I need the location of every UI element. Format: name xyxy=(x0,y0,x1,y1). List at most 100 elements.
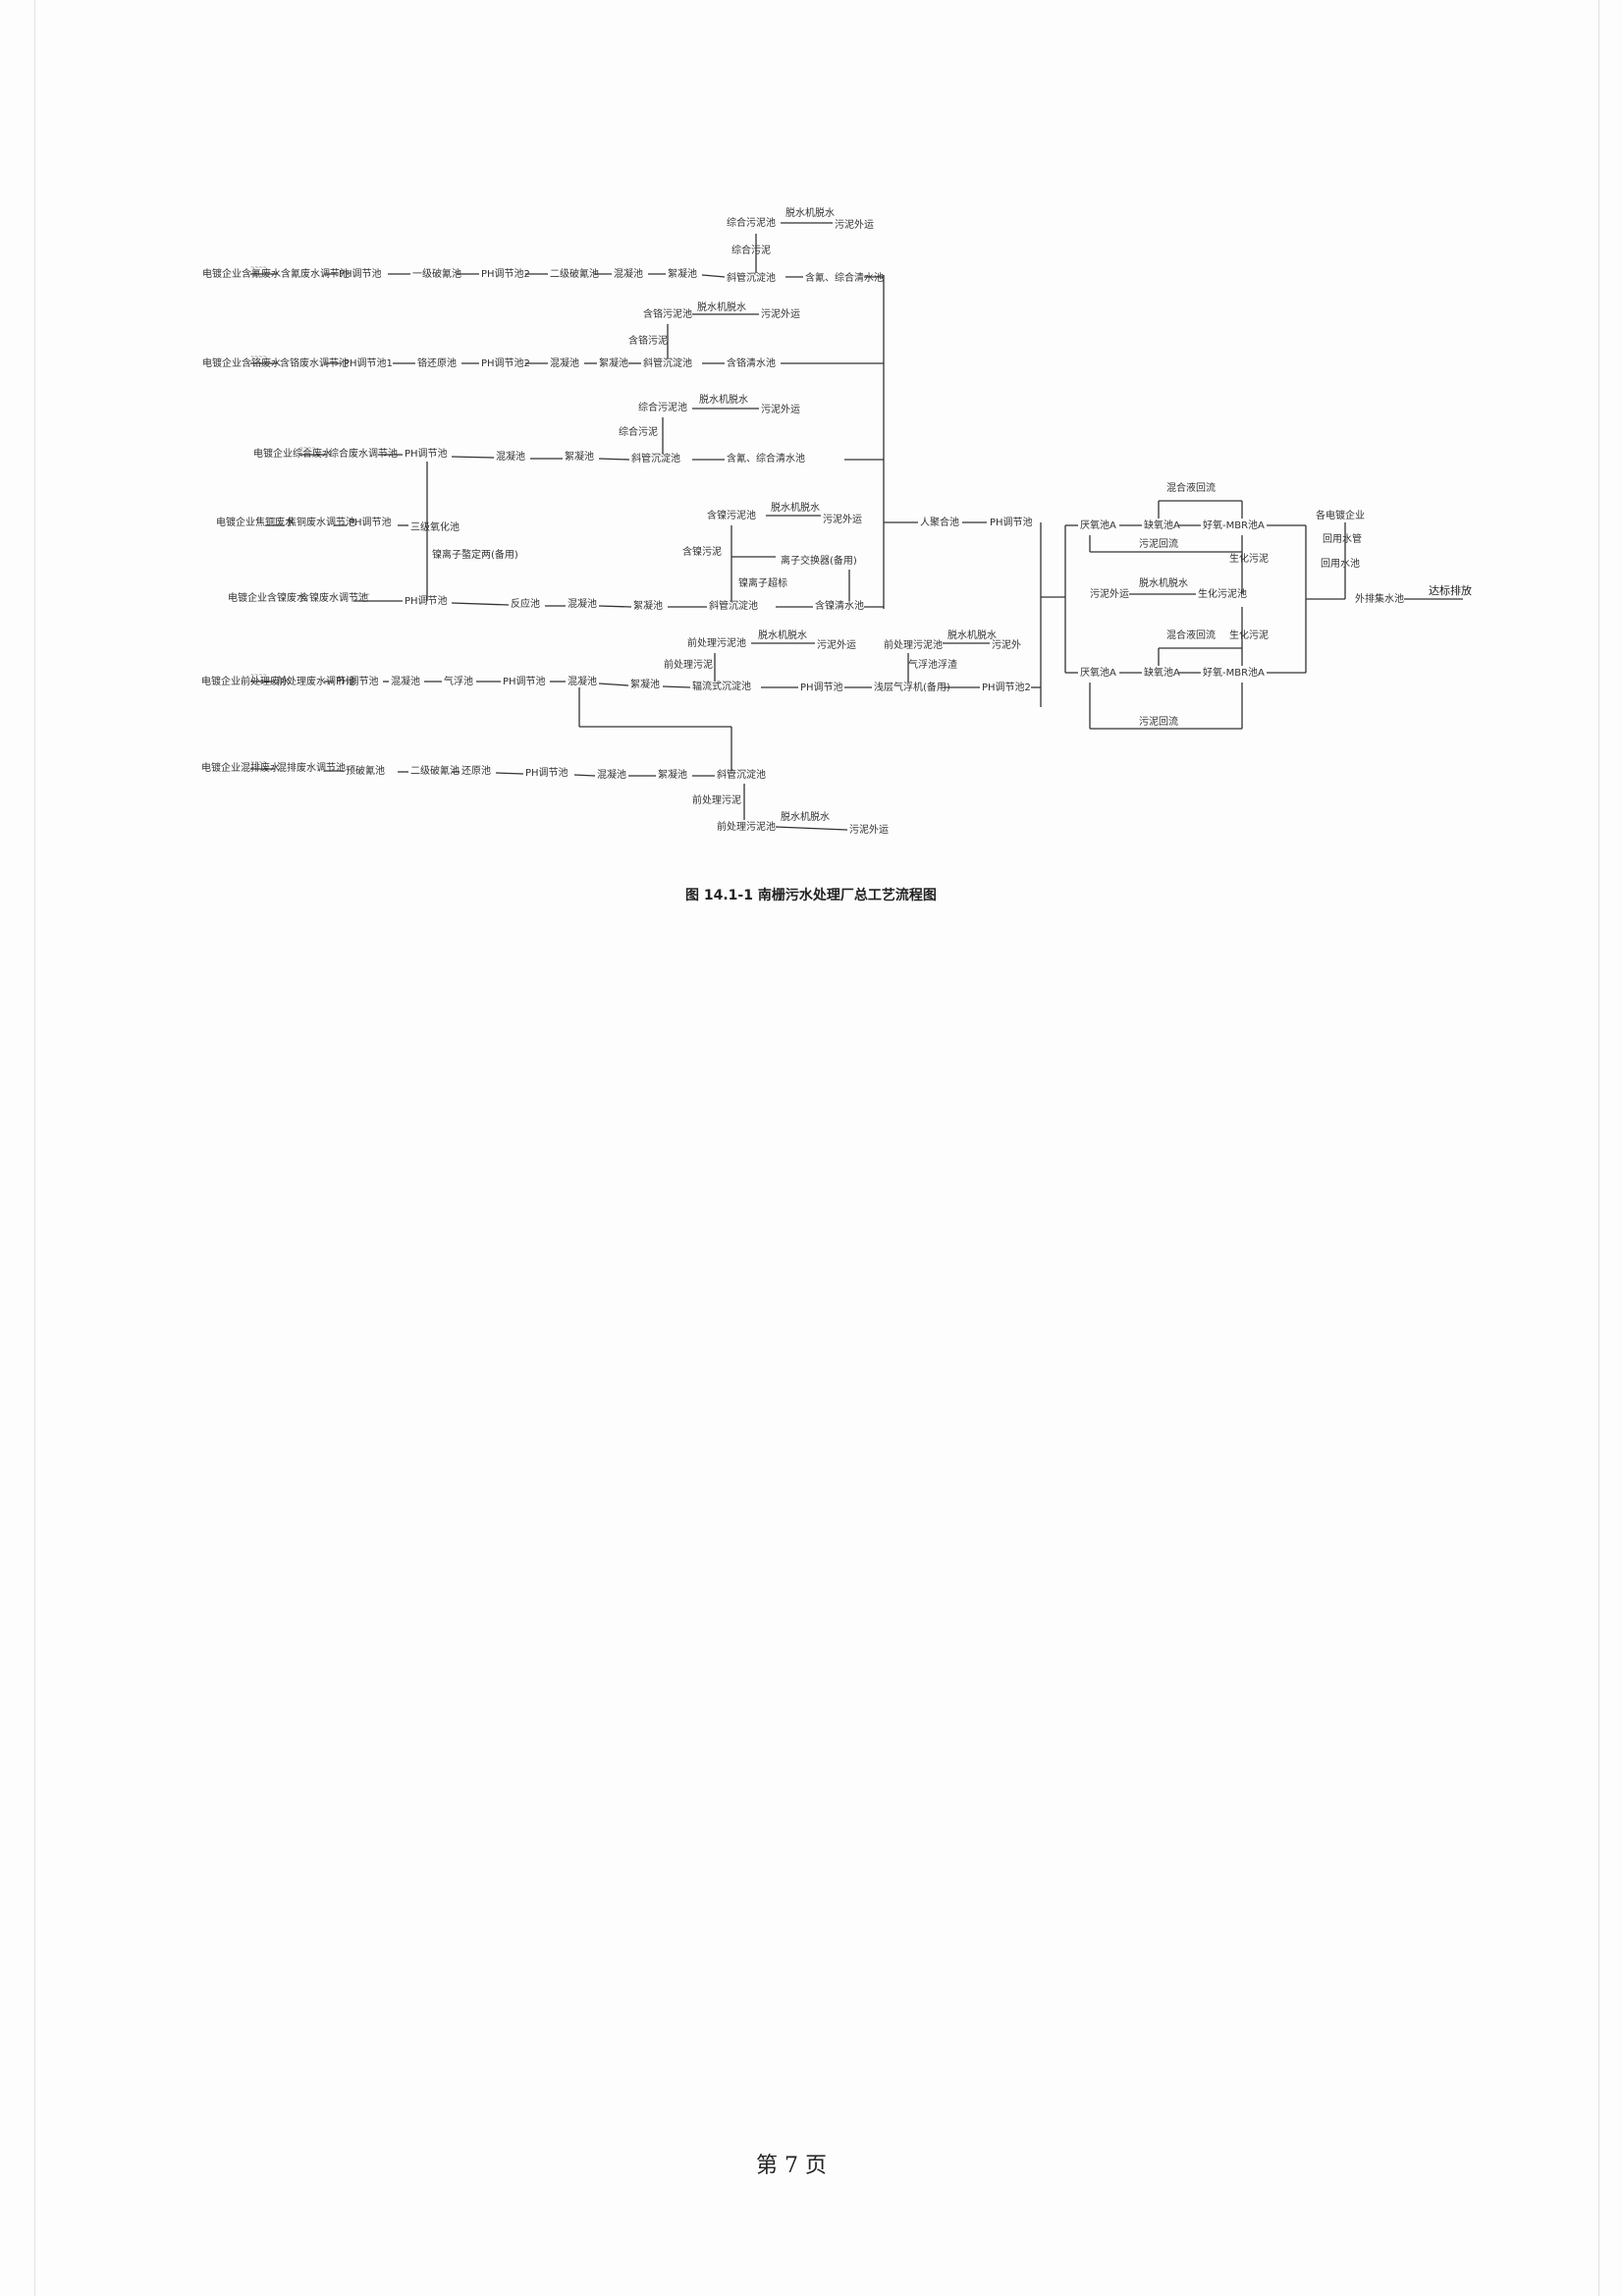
node-r5-s4: 含镍污泥 xyxy=(682,545,722,558)
node-r1-g: 絮凝池 xyxy=(668,267,697,280)
node-r5-b: PH调节池 xyxy=(405,594,448,607)
node-r3-g: 絮凝池 xyxy=(565,450,594,463)
node-b-out: 污泥外运 xyxy=(1090,587,1129,600)
node-r4-src: 电镀企业焦铜废水 xyxy=(216,516,295,528)
node-r7-src: 电镀企业混排废水 xyxy=(201,761,280,774)
node-r5-g: 絮凝池 xyxy=(633,599,663,612)
figure-caption: 图 14.1-1 南栅污水处理厂总工艺流程图 xyxy=(685,887,937,903)
node-r1-s1: 综合污泥池 xyxy=(727,216,776,229)
node-r4-c: 三级氧化池 xyxy=(410,520,460,533)
node-r6-s3: 污泥外运 xyxy=(817,638,856,651)
node-r4-a: 焦铜废水调节池 xyxy=(287,516,355,528)
node-r7-h: 斜管沉淀池 xyxy=(717,768,766,781)
effluent: 各电镀企业 回用水管 回用水池 外排集水池 达标排放 xyxy=(1316,509,1472,605)
node-r6-h: 辐流式沉淀池 xyxy=(692,680,751,692)
svg-text:~~~~: ~~~~ xyxy=(250,355,267,360)
node-b-a1: 厌氧池A xyxy=(1080,519,1116,531)
node-r5-s2: 脱水机脱水 xyxy=(771,501,820,514)
node-r3-src: 电镀企业综合废水 xyxy=(253,447,332,460)
svg-text:~~~~: ~~~~ xyxy=(250,673,267,679)
node-b-b1: 厌氧池A xyxy=(1080,666,1116,679)
row-cyanide: 电镀企业含氰废水 含氰废水调节池 PH调节池 一级破氰池 PH调节池2 二级破氰… xyxy=(202,206,884,284)
node-r6-b: PH调节池 xyxy=(336,675,379,687)
node-r1-e: 二级破氰池 xyxy=(550,267,599,280)
node-r3-h: 斜管沉淀池 xyxy=(631,452,680,465)
node-b-ret1: 混合液回流 xyxy=(1166,481,1216,494)
node-r7-b: 预破氰池 xyxy=(346,764,385,777)
node-r2-s3: 污泥外运 xyxy=(761,307,800,320)
node-r3-s4: 综合污泥 xyxy=(619,425,658,438)
node-r1-s4: 综合污泥 xyxy=(731,244,771,256)
node-r5-src: 电镀企业含镍废水 xyxy=(228,591,306,604)
node-r1-f: 混凝池 xyxy=(614,267,643,280)
node-r7-f: 混凝池 xyxy=(597,768,626,781)
node-m-b: PH调节池 xyxy=(990,516,1033,528)
node-r5-h: 斜管沉淀池 xyxy=(709,599,758,612)
row-nickel: 电镀企业含镍废水 含镍废水调节池 PH调节池 反应池 混凝池 絮凝池 斜管沉淀池… xyxy=(228,501,884,612)
row-mixed: 电镀企业混排废水 混排废水调节池 预破氰池 二级破氰池 还原池 PH调节池 混凝… xyxy=(201,761,889,836)
svg-text:~~~~: ~~~~ xyxy=(250,265,267,271)
node-r6-t1: 前处理污泥池 xyxy=(884,638,943,651)
node-r6-t2: 脱水机脱水 xyxy=(947,629,997,641)
node-r3-f: 混凝池 xyxy=(496,450,525,463)
svg-text:~~~~: ~~~~ xyxy=(299,446,316,452)
node-r6-k: PH调节池2 xyxy=(982,681,1031,693)
node-r6-i: PH调节池 xyxy=(800,681,843,693)
row-comprehensive: 电镀企业综合废水 综合废水调节池 PH调节池 混凝池 絮凝池 斜管沉淀池 含氰、… xyxy=(253,393,884,465)
node-r2-i: 含铬清水池 xyxy=(727,356,776,369)
node-r2-b: PH调节池1 xyxy=(344,356,393,369)
main-trunk: 人聚合池 PH调节池 xyxy=(883,275,1065,707)
node-r5-c: 反应池 xyxy=(511,597,540,610)
source-arrow-labels: ~~~~ ~~~~ ~~~~ ~~~~ ~~~~ ~~~~ ~~~~ xyxy=(250,265,370,766)
node-r3-i: 含氰、综合清水池 xyxy=(727,452,805,465)
scan-edge-right xyxy=(1598,0,1599,2296)
node-r6-a: 前处理废水调节池 xyxy=(277,675,355,687)
node-r7-g: 絮凝池 xyxy=(658,768,687,781)
node-r5-x2: 镍离子超标 xyxy=(738,576,787,589)
node-r5-i: 含镍清水池 xyxy=(815,599,864,612)
row-copper: 电镀企业焦铜废水 焦铜废水调节池 PH调节池 三级氧化池 镍离子螯定两(备用) xyxy=(216,462,518,601)
node-r6-s1: 前处理污泥池 xyxy=(687,636,746,649)
node-r6-f: 混凝池 xyxy=(568,675,597,687)
node-r7-d: 还原池 xyxy=(461,764,491,777)
node-b-dw: 脱水机脱水 xyxy=(1139,576,1188,589)
row-pretreatment: 电镀企业前处理废水 前处理废水调节池 PH调节池 混凝池 气浮池 PH调节池 混… xyxy=(201,629,1041,771)
node-r2-s4: 含铬污泥 xyxy=(628,334,668,347)
node-r5-x1: 离子交换器(备用) xyxy=(781,554,857,567)
node-r7-s4: 污泥外运 xyxy=(849,823,889,836)
node-r1-h: 斜管沉淀池 xyxy=(727,271,776,284)
node-r1-i: 含氰、综合清水池 xyxy=(805,271,884,284)
node-r7-c: 二级破氰池 xyxy=(410,764,460,777)
row-chromium: 电镀企业含铬废水 含铬废水调节池 PH调节池1 铬还原池 PH调节池2 混凝池 … xyxy=(202,301,884,369)
node-e-d: 外排集水池 xyxy=(1355,592,1404,605)
node-r6-j: 浅层气浮机(备用) xyxy=(874,681,950,693)
node-e-a: 各电镀企业 xyxy=(1316,509,1365,521)
node-r6-s2: 脱水机脱水 xyxy=(758,629,807,641)
node-r1-s3: 污泥外运 xyxy=(835,218,874,231)
node-r2-src: 电镀企业含铬废水 xyxy=(202,356,281,369)
node-r7-s3: 脱水机脱水 xyxy=(781,810,830,823)
scan-edge-left xyxy=(34,0,35,2296)
node-e-c: 回用水池 xyxy=(1321,557,1360,570)
node-r4-b: PH调节池 xyxy=(349,516,392,528)
node-b-b2: 缺氧池A xyxy=(1144,666,1180,679)
node-r7-s2: 前处理污泥池 xyxy=(717,820,776,833)
node-r7-e: PH调节池 xyxy=(525,766,568,779)
node-r6-t3: 污泥外 xyxy=(992,638,1021,651)
svg-text:~~~~: ~~~~ xyxy=(353,592,370,598)
node-r3-a: 综合废水调节池 xyxy=(329,447,398,460)
node-b-ret2: 污泥回流 xyxy=(1139,537,1178,550)
node-r3-s1: 综合污泥池 xyxy=(638,401,687,413)
node-b-bio3: 生化污泥 xyxy=(1229,629,1269,641)
node-b-a3: 好氧-MBR池A xyxy=(1203,519,1265,531)
node-b-ret3: 混合液回流 xyxy=(1166,629,1216,641)
node-r6-e: PH调节池 xyxy=(503,675,546,687)
node-r6-g: 絮凝池 xyxy=(630,678,660,690)
node-r1-a: 含氰废水调节池 xyxy=(281,267,350,280)
node-r1-c: 一级破氰池 xyxy=(412,267,461,280)
node-r6-t4: 气浮池浮渣 xyxy=(908,658,957,671)
node-r6-s4: 前处理污泥 xyxy=(664,658,713,671)
node-e-e: 达标排放 xyxy=(1429,583,1472,597)
node-r2-c: 铬还原池 xyxy=(417,356,457,369)
